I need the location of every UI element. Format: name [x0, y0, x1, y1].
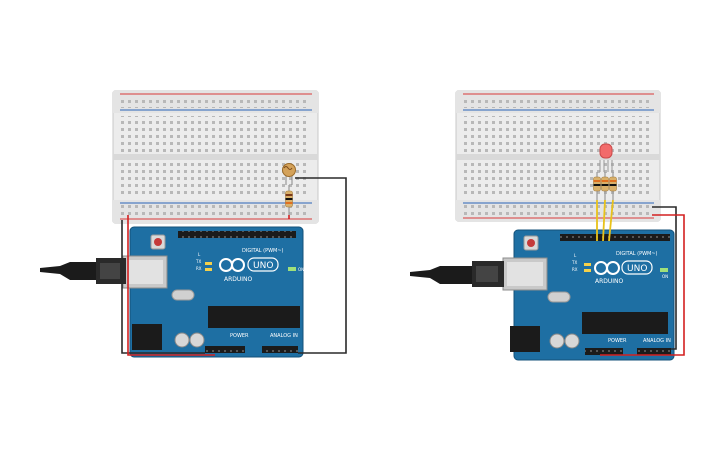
breadboard-right	[455, 90, 661, 222]
resistor[interactable]	[601, 172, 609, 200]
digital-header-label: DIGITAL (PWM~)	[242, 248, 284, 254]
arduino-logo-icon	[594, 261, 620, 275]
rgb-led[interactable]	[599, 143, 613, 172]
wires-left	[121, 177, 347, 356]
usb-cable-left	[40, 258, 126, 284]
analog-header-label: ANALOG IN	[270, 333, 298, 339]
arduino-board-left: ARDUINO UNO DIGITAL (PWM~) POWER ANALOG …	[122, 226, 304, 358]
wires-right	[596, 199, 685, 356]
power-header-label: POWER	[608, 338, 627, 344]
board-logo-text: ARDUINO	[224, 276, 253, 283]
circuit-right: ARDUINO UNO DIGITAL (PWM~) POWER ANALOG …	[410, 90, 685, 361]
tx-label: TX	[571, 260, 577, 265]
on-label: ON	[298, 267, 304, 272]
power-header-label: POWER	[230, 333, 249, 339]
usb-cable-right	[410, 261, 504, 287]
l-label: L	[198, 252, 201, 257]
arduino-logo-icon	[219, 258, 245, 272]
rx-label: RX	[196, 266, 202, 271]
circuit-left: ARDUINO UNO DIGITAL (PWM~) POWER ANALOG …	[40, 90, 347, 358]
l-label: L	[574, 253, 577, 258]
board-model-text: UNO	[627, 264, 647, 274]
rx-label: RX	[572, 267, 578, 272]
board-logo-text: ARDUINO	[595, 278, 624, 285]
breadboard-left	[112, 90, 319, 224]
resistor[interactable]	[593, 172, 601, 200]
on-label: ON	[662, 274, 668, 279]
arduino-board-right: ARDUINO UNO DIGITAL (PWM~) POWER ANALOG …	[502, 229, 675, 361]
resistor[interactable]	[285, 185, 293, 215]
board-model-text: UNO	[253, 261, 273, 271]
analog-header-label: ANALOG IN	[643, 338, 671, 344]
digital-header-label: DIGITAL (PWM~)	[616, 251, 658, 257]
photoresistor[interactable]	[282, 163, 296, 186]
tx-label: TX	[195, 259, 201, 264]
resistor[interactable]	[609, 172, 617, 200]
